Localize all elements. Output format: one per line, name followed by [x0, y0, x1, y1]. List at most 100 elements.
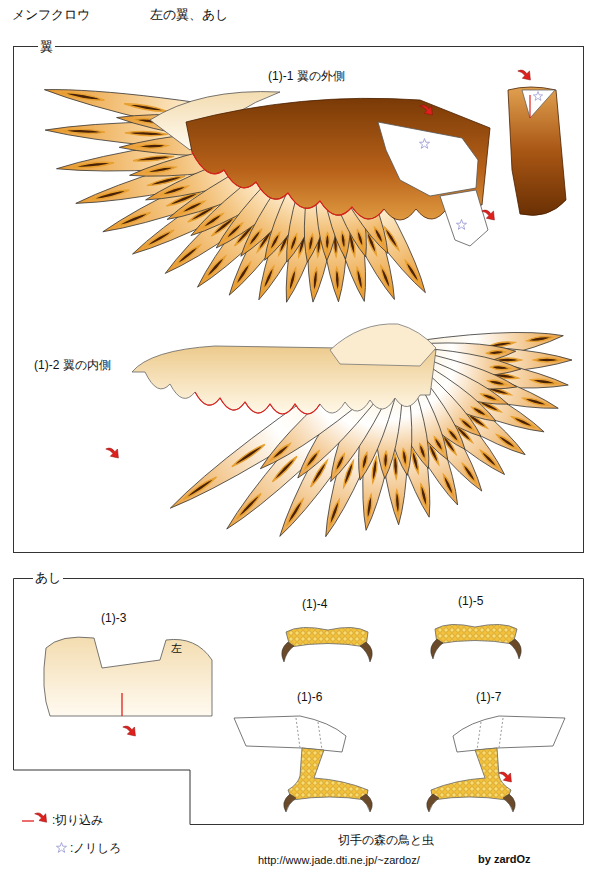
feather-spot: [433, 436, 445, 453]
inner-covert-top: [330, 324, 436, 366]
part-number: (1)-7: [476, 690, 501, 704]
feather-spot: [328, 499, 341, 527]
feather-spot: [116, 211, 152, 228]
part-number: (1)-5: [458, 594, 483, 608]
url: http://www.jade.dti.ne.jp/~zardoz/: [258, 853, 420, 867]
feather-spot: [479, 449, 499, 469]
feather-spot: [62, 129, 105, 134]
feather-spot: [522, 396, 548, 407]
glue-tab: [378, 122, 478, 196]
feather-spot: [231, 443, 266, 469]
legend-text: :ノリしろ: [70, 841, 121, 855]
feather-spot: [461, 462, 478, 484]
leg-piece: [427, 716, 565, 812]
feather-spot: [307, 234, 314, 253]
feather-spot: [511, 415, 536, 429]
feather-spot: [487, 350, 506, 355]
feather-spot: [182, 475, 217, 501]
panel-outline: [14, 579, 584, 825]
feather-spot: [487, 379, 507, 387]
feather-spot: [285, 498, 305, 527]
legend-glue-sample: [56, 843, 66, 853]
feather-spot: [355, 267, 364, 292]
feather-spot: [312, 268, 319, 293]
feather-spot: [383, 451, 388, 469]
credit: 切手の森の鳥と虫: [338, 833, 434, 847]
feather-spot: [531, 378, 558, 386]
feather-spot: [401, 449, 408, 467]
feather-spot: [471, 405, 489, 418]
leg-piece: [234, 716, 372, 812]
feather-spot: [160, 184, 189, 197]
feather-spot: [395, 490, 400, 515]
feather-spot: [379, 265, 392, 290]
legend-cut-sample: [35, 813, 47, 822]
feather-spot: [91, 188, 130, 201]
feather-spot: [393, 454, 398, 479]
feather-spot: [373, 226, 385, 245]
part-number: (1)-2 翼の内側: [34, 358, 111, 372]
feather-spot: [73, 161, 114, 169]
feather-spot: [288, 233, 298, 253]
section-panel: 翼: [13, 46, 584, 553]
feather-spot: [143, 228, 175, 249]
feather-spot: [145, 165, 176, 174]
feather-spot: [304, 450, 321, 470]
glue-mark: [419, 139, 429, 149]
author: by zardOz: [478, 852, 531, 866]
feather-spot: [360, 452, 368, 471]
feather-spot: [496, 433, 519, 450]
feather-spot: [201, 212, 224, 230]
feather-spot: [124, 102, 168, 113]
feather-spot: [268, 232, 281, 252]
feather-spot: [246, 228, 263, 248]
feather-spot: [325, 233, 329, 251]
feather-spot: [335, 268, 340, 292]
feather-spot: [125, 131, 168, 136]
section-heading: 翼: [38, 39, 55, 54]
feather-spot: [459, 417, 475, 432]
part-number: (1)-4: [302, 597, 327, 611]
feather-spot: [235, 492, 262, 520]
part-number: (1)-3: [101, 611, 126, 625]
leg-base-piece: [44, 637, 212, 736]
feather-spot: [419, 484, 429, 509]
feather-spot: [234, 261, 252, 286]
feather-spot: [224, 222, 244, 241]
feather-spot: [366, 494, 374, 520]
feather-spot: [480, 392, 499, 402]
feather-spot: [442, 474, 456, 497]
shoulder-piece: [508, 87, 566, 215]
cut-arrow: [420, 105, 433, 115]
feather-spot: [61, 91, 105, 102]
side-mark: 左: [171, 641, 182, 655]
feather-spot: [269, 442, 291, 461]
page-title: メンフクロウ: [12, 8, 90, 22]
feather-spot: [287, 268, 297, 293]
part-number: (1)-1 翼の外側: [268, 69, 345, 83]
feather-spot: [404, 260, 422, 285]
glue-mark: [533, 92, 542, 101]
cut-arrow: [106, 448, 119, 458]
feather-spot: [136, 144, 168, 149]
glue-mark: [456, 220, 466, 230]
cut-arrow: [482, 210, 495, 220]
feather-spot: [179, 199, 205, 215]
feather-spot: [527, 335, 554, 343]
section-heading: あし: [33, 570, 63, 585]
cut-arrow: [499, 772, 512, 782]
feather-spot: [356, 229, 365, 248]
feather-spot: [446, 428, 460, 444]
cut-arrow: [518, 70, 531, 80]
shoulder-tab: [522, 90, 555, 118]
legend-cut-sample: [22, 820, 34, 821]
cut-line: [529, 95, 530, 118]
part-number: (1)-6: [297, 690, 322, 704]
legend-text: :切り込み: [52, 813, 103, 827]
feather-spot: [334, 453, 346, 473]
feather-spot: [204, 255, 227, 280]
glue-tab: [440, 190, 488, 246]
feather-spot: [340, 231, 346, 249]
feather-spot: [491, 365, 511, 370]
